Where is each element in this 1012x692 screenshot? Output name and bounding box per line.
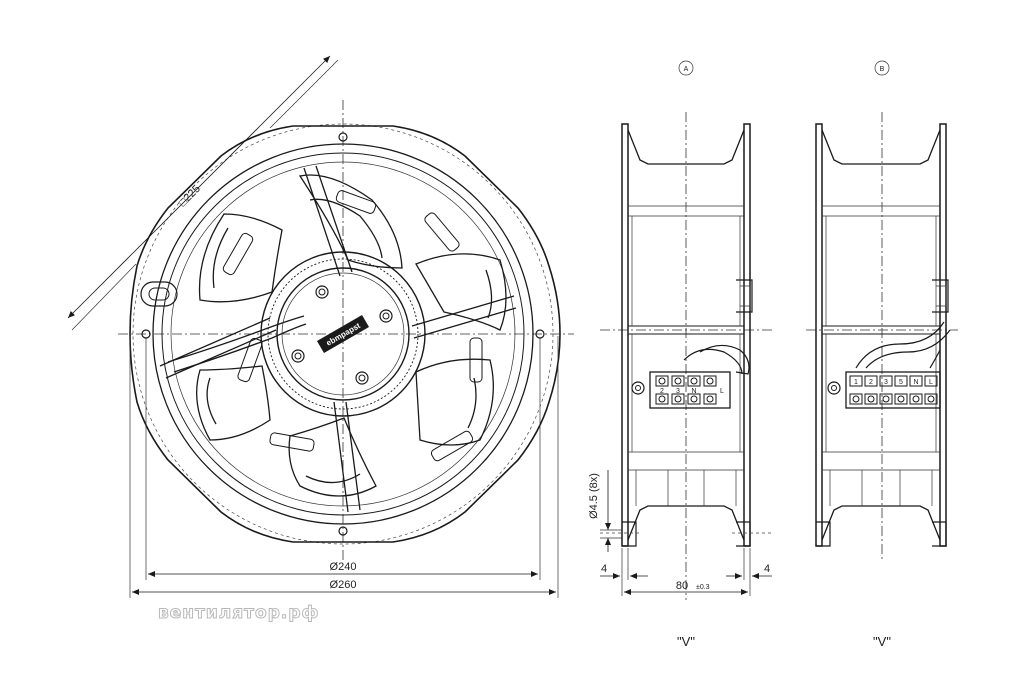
- outer-diameter-dimension: Ø260: [330, 579, 357, 591]
- front-view: ebmpapst □225 Ø240 Ø260 вентилятор.рф: [67, 55, 574, 624]
- depth-dimension: 80: [676, 580, 688, 592]
- watermark: вентилятор.рф: [158, 603, 319, 623]
- view-b-caption: "V": [873, 634, 891, 649]
- hole-circle-dimension: Ø240: [330, 561, 357, 573]
- hole-size-dimension: Ø4.5 (8x): [588, 473, 600, 519]
- side-view-b: B 1 2: [806, 60, 958, 649]
- terminal-mark: N: [913, 379, 918, 386]
- flange-right-dimension: 4: [764, 563, 770, 575]
- flange-left-dimension: 4: [601, 563, 607, 575]
- terminal-mark: 3: [676, 388, 680, 395]
- terminal-mark: 5: [899, 379, 903, 386]
- depth-tolerance: ±0.3: [696, 584, 710, 591]
- terminal-mark: N: [691, 388, 696, 395]
- terminal-mark: 2: [660, 388, 664, 395]
- blade-slots: [222, 190, 483, 462]
- view-a-caption: "V": [677, 634, 695, 649]
- side-view-a: A: [588, 60, 772, 649]
- terminal-mark: L: [720, 388, 724, 395]
- terminal-mark: L: [929, 379, 933, 386]
- terminal-mark: 1: [854, 379, 858, 386]
- terminal-mark: 2: [869, 379, 873, 386]
- terminal-mark: 3: [884, 379, 888, 386]
- view-b-marker: B: [880, 66, 885, 73]
- mounting-hole-icon: [141, 132, 545, 536]
- view-a-marker: A: [684, 66, 689, 73]
